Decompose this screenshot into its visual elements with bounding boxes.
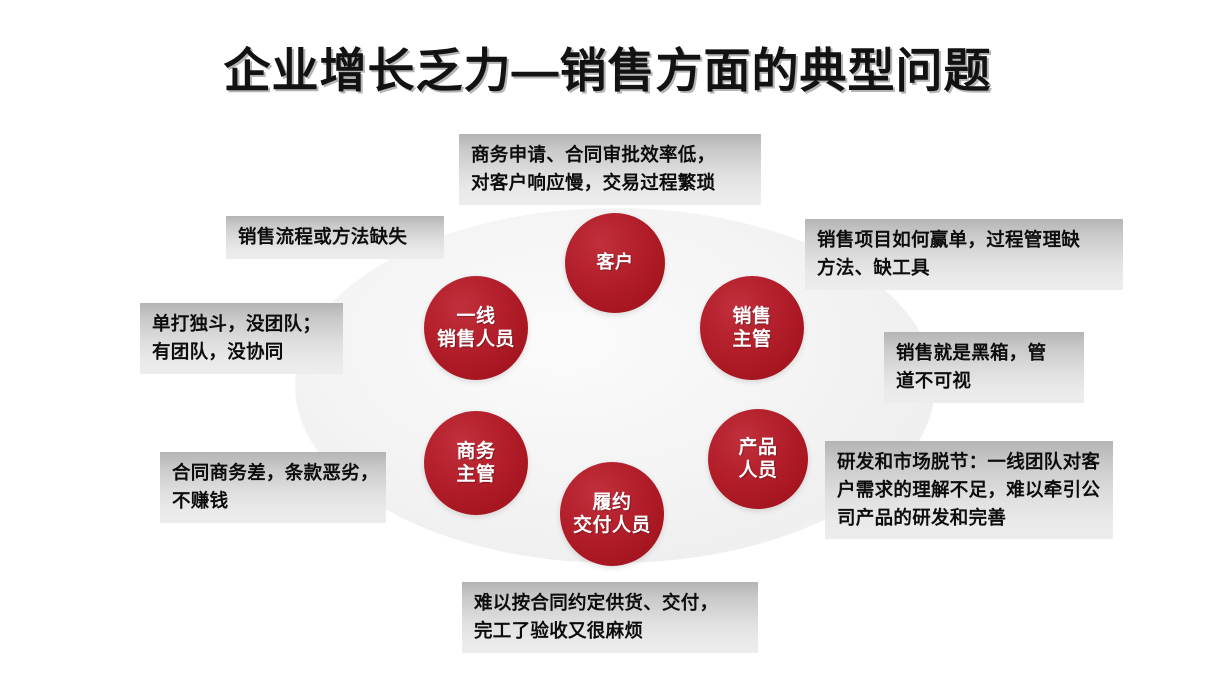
role-label-delivery-staff-line-1: 履约 (592, 491, 632, 513)
role-label-product-staff-line-1: 产品 (738, 436, 778, 458)
callout-left-bad-contract-terms: 合同商务差，条款恶劣， 不赚钱 (160, 452, 386, 523)
callout-right-1-line-2: 方法、缺工具 (817, 256, 930, 278)
role-label-frontline-line-2: 销售人员 (436, 329, 515, 350)
callout-bottom-line-1: 难以按合同约定供货、交付， (474, 592, 719, 613)
role-circle-product-staff[interactable]: 产品 人员 (708, 409, 808, 509)
callout-top-line-1: 商务申请、合同审批效率低， (471, 144, 716, 165)
callout-left-1-line-1: 销售流程或方法缺失 (238, 226, 408, 247)
callout-left-2-line-2: 有团队，没协同 (152, 340, 284, 362)
callout-left-3-line-1: 合同商务差，条款恶劣， (172, 462, 379, 483)
role-label-customer-line-1: 客户 (596, 252, 634, 273)
callout-right-win-deal-process: 销售项目如何赢单，过程管理缺 方法、缺工具 (805, 219, 1123, 290)
callout-right-rnd-market-disconnect: 研发和市场脱节：一线团队对客 户需求的理解不足，难以牵引公 司产品的研发和完善 (825, 441, 1113, 540)
role-label-sales-manager-line-2: 主管 (732, 329, 772, 350)
callout-right-3-line-2: 户需求的理解不足，难以牵引公 (837, 478, 1101, 500)
callout-left-2-line-1: 单打独斗，没团队； (152, 313, 322, 334)
callout-bottom-line-2: 完工了验收又很麻烦 (474, 619, 644, 641)
role-circle-delivery-staff[interactable]: 履约 交付人员 (560, 462, 664, 566)
role-circle-frontline-sales[interactable]: 一线 销售人员 (424, 276, 528, 380)
callout-left-no-team: 单打独斗，没团队； 有团队，没协同 (140, 303, 343, 374)
callout-left-3-line-2: 不赚钱 (172, 489, 229, 511)
callout-top-line-2: 对客户响应慢，交易过程繁琐 (471, 171, 716, 193)
role-circle-sales-manager[interactable]: 销售 主管 (700, 276, 804, 380)
page-title: 企业增长乏力—销售方面的典型问题 (223, 44, 992, 97)
callout-bottom-delivery-acceptance: 难以按合同约定供货、交付， 完工了验收又很麻烦 (462, 582, 758, 653)
callout-left-sales-process: 销售流程或方法缺失 (226, 216, 444, 259)
role-label-product-staff-line-2: 人员 (738, 460, 778, 481)
callout-right-black-box-pipeline: 销售就是黑箱，管 道不可视 (884, 332, 1084, 403)
callout-right-1-line-1: 销售项目如何赢单，过程管理缺 (817, 229, 1081, 250)
role-circle-business-manager[interactable]: 商务 主管 (424, 411, 528, 515)
callout-right-2-line-2: 道不可视 (896, 369, 972, 391)
callout-right-3-line-1: 研发和市场脱节：一线团队对客 (837, 451, 1101, 472)
role-label-business-manager-line-2: 主管 (456, 464, 496, 485)
callout-top-contract-approval: 商务申请、合同审批效率低， 对客户响应慢，交易过程繁琐 (459, 134, 761, 205)
role-label-delivery-staff-line-2: 交付人员 (572, 515, 651, 536)
role-label-business-manager-line-1: 商务 (456, 440, 496, 462)
callout-right-3-line-3: 司产品的研发和完善 (837, 506, 1007, 528)
role-circle-customer[interactable]: 客户 (565, 213, 665, 313)
role-label-sales-manager-line-1: 销售 (732, 305, 772, 327)
role-label-frontline-line-1: 一线 (456, 305, 496, 327)
callout-right-2-line-1: 销售就是黑箱，管 (896, 342, 1047, 363)
